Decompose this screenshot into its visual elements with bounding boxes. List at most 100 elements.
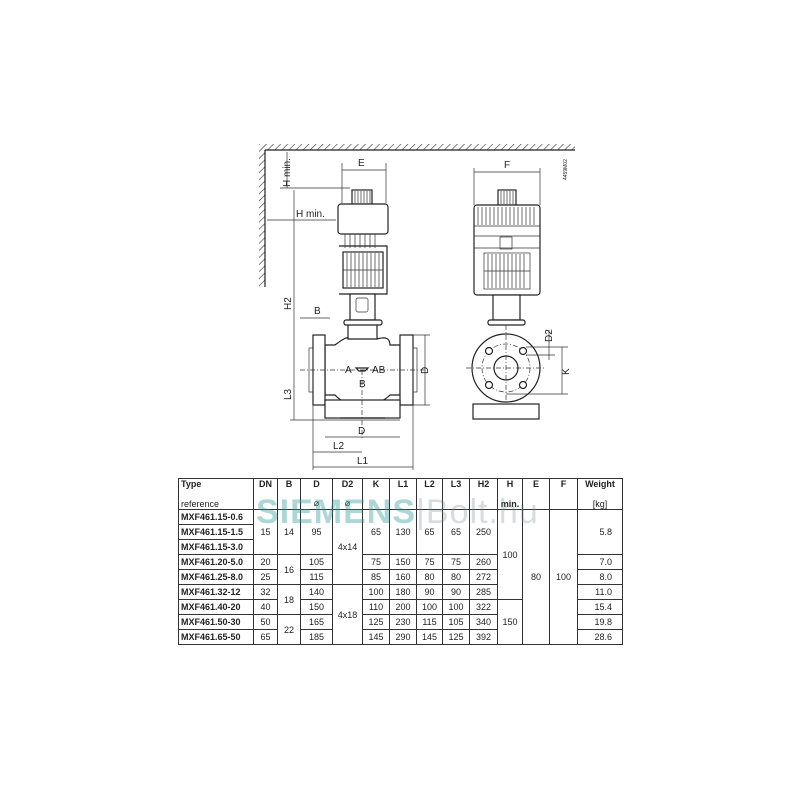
header-l1: L1 [389,478,417,510]
d-cell: 165 [300,614,333,630]
k-cell: 65 [362,509,390,555]
k-cell: 125 [362,614,390,630]
d-cell: 140 [300,584,333,600]
type-cell: MXF461.15-0.6 [178,509,254,525]
dn-cell: 32 [253,584,278,600]
header-l3: L3 [442,478,470,510]
l2-cell: 80 [416,569,443,585]
f-label: F [504,160,510,171]
b-cell: 16 [277,554,301,585]
header-type-sub: reference [178,494,254,510]
d-cell: 105 [300,554,333,570]
header-weight: Weight [577,478,623,494]
d-bottom-label: D [358,426,365,437]
header-h-sub: min. [497,494,523,510]
h-cell: 150 [497,599,523,645]
l2-label: L2 [333,441,345,452]
dn-cell: 50 [253,614,278,630]
h2-label: H2 [283,297,294,310]
weight-cell: 7.0 [577,554,623,570]
header-dn: DN [253,478,278,510]
dn-cell: 15 [253,509,278,555]
b-flange-label: B [314,306,321,317]
k-cell: 85 [362,569,390,585]
weight-cell: 28.6 [577,629,623,645]
l1-cell: 200 [389,599,417,615]
dn-cell: 25 [253,569,278,585]
h2-cell: 392 [469,629,498,645]
type-cell: MXF461.65-50 [178,629,254,645]
h2-cell: 285 [469,584,498,600]
l2-cell: 65 [416,509,443,555]
dn-cell: 40 [253,599,278,615]
l2-cell: 115 [416,614,443,630]
side-view-dimensions: H min. H min. H2 L3 E B D D L2 L1 [267,152,431,470]
b-cell: 18 [277,584,301,615]
weight-cell: 11.0 [577,584,623,600]
l3-cell: 105 [442,614,470,630]
weight-cell: 15.4 [577,599,623,615]
h2-cell: 340 [469,614,498,630]
port-ab-label: AB [372,365,386,376]
f-cell: 100 [549,509,578,645]
h-min-horizontal-label: H min. [296,209,325,220]
weight-cell: 5.8 [577,509,623,555]
header-d: D [300,478,333,494]
type-cell: MXF461.20-5.0 [178,554,254,570]
drawing-code: 4459M02 [563,159,569,180]
dn-cell: 65 [253,629,278,645]
header-b: B [277,478,301,510]
header-e: E [522,478,550,510]
h2-cell: 322 [469,599,498,615]
type-cell: MXF461.50-30 [178,614,254,630]
port-a-label: A [345,365,352,376]
dn-cell: 20 [253,554,278,570]
type-cell: MXF461.25-8.0 [178,569,254,585]
l3-cell: 65 [442,509,470,555]
l1-cell: 160 [389,569,417,585]
d2-cell: 4x18 [332,584,363,645]
l2-cell: 75 [416,554,443,570]
header-f: F [549,478,578,510]
wall-and-ceiling [259,144,575,287]
d-cell: 185 [300,629,333,645]
d-cell: 95 [300,509,333,555]
weight-cell: 8.0 [577,569,623,585]
k-cell: 100 [362,584,390,600]
h-min-vertical-label: H min. [282,158,293,187]
l2-cell: 145 [416,629,443,645]
port-b-label: B [359,379,366,390]
table-row: MXF461.40-20 40 150 110 200 100 100 322 … [178,599,623,645]
l3-cell: 100 [442,599,470,615]
h-cell: 100 [497,509,523,600]
table-header-row: Type DN B D D2 K L1 L2 L3 H2 H E F Weigh… [178,478,623,510]
l1-cell: 290 [389,629,417,645]
header-h2: H2 [469,478,498,510]
table-row: MXF461.20-5.0 20 16 105 75 150 75 75 260… [178,554,623,585]
valve-side-view: A AB B [300,189,425,440]
header-weight-sub: [kg] [577,494,623,510]
l3-label: L3 [283,388,294,400]
e-label: E [358,158,365,169]
header-l2: L2 [416,478,443,510]
front-view-dimensions: F D2 K 4459M02 [473,159,572,395]
k-label: K [561,368,572,375]
header-d2-sub: ⌀ [332,494,363,510]
b-cell: 22 [277,614,301,645]
table-row: MXF461.15-0.6 15 14 95 4x14 65 130 65 65… [178,509,623,645]
d2-label: D2 [544,329,555,342]
l3-cell: 75 [442,554,470,570]
d-cell: 150 [300,599,333,615]
l1-label: L1 [357,456,369,467]
table-row: MXF461.65-50 65 185 145 290 145 125 392 … [178,629,623,645]
l2-cell: 100 [416,599,443,615]
e-cell: 80 [522,509,550,645]
l1-cell: 180 [389,584,417,600]
l3-cell: 125 [442,629,470,645]
valve-front-view [466,189,546,420]
header-h: H [497,478,523,494]
type-cell: MXF461.40-20 [178,599,254,615]
type-cell: MXF461.32-12 [178,584,254,600]
h2-cell: 260 [469,554,498,570]
k-cell: 110 [362,599,390,615]
